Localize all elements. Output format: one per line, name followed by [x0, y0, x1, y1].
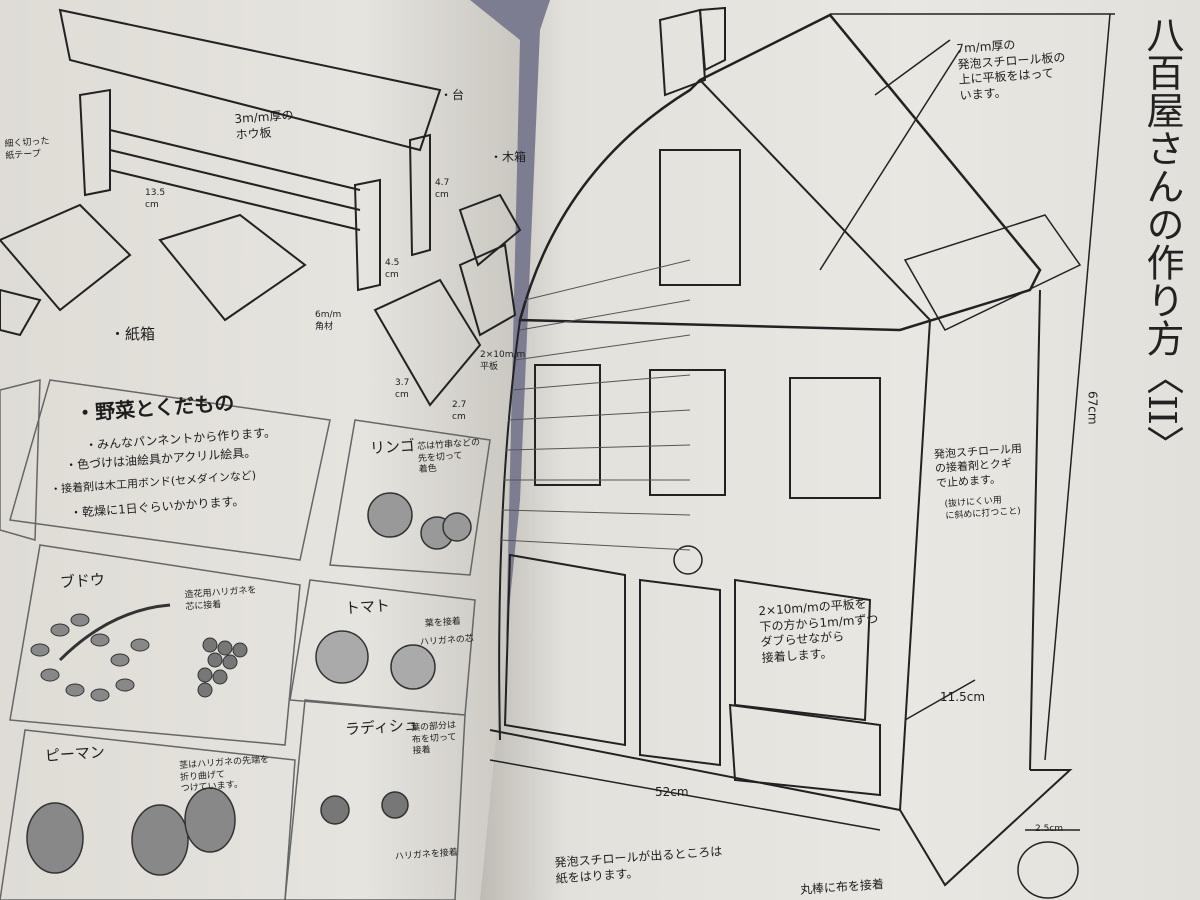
siding-lines	[499, 259, 691, 551]
apple-label: リンゴ	[369, 436, 416, 458]
dim-width: 52cm	[655, 785, 689, 799]
pepper-note: 茎はハリガネの先端を 折り曲げて つけています。	[178, 754, 270, 795]
wood-box-label: ・木箱	[490, 150, 527, 164]
produce-cards	[0, 379, 491, 900]
dim-pole: 2.5cm	[1035, 824, 1064, 834]
siding-note: 2×10m/mの平板を 下の方から1m/mずつ ダブらせながら 接着します。	[757, 596, 879, 665]
plank-label: 2×10m/m 平板	[480, 350, 526, 372]
apple-icon	[367, 492, 472, 550]
square-timber-label: 6m/m 角材	[315, 310, 342, 332]
paper-box-label: ・紙箱	[110, 325, 156, 343]
stand-label: ・台	[440, 88, 465, 102]
stand-drawing	[58, 8, 442, 292]
page-title: 八百屋さんの作り方〈II〉	[1140, 15, 1184, 464]
dim-depth: 11.5cm	[940, 690, 986, 704]
glue-note: 発泡スチロール用 の接着剤とクギ で止めます。	[933, 441, 1023, 490]
grape-icon	[197, 637, 248, 698]
bean-shapes	[30, 603, 171, 702]
dim-3-7: 3.7 cm	[395, 378, 410, 400]
tomato-icon	[315, 630, 436, 690]
dim-13-5: 13.5 cm	[145, 188, 166, 210]
grape-note: 造花用ハリガネを 芯に接着	[184, 585, 257, 613]
wooden-box-drawing	[373, 193, 522, 407]
apple-note: 芯は竹串などの 先を切って 着色	[416, 437, 481, 476]
pepper-label: ピーマン	[44, 742, 106, 766]
radish-icon	[320, 791, 409, 825]
tape-label: 細く切った 紙テープ	[4, 136, 50, 162]
dim-2-7: 2.7 cm	[452, 400, 467, 422]
house-drawing	[489, 6, 1082, 887]
dim-height: 67cm	[1085, 391, 1100, 425]
dim-4-7: 4.7 cm	[435, 178, 450, 200]
roof-note: 7m/m厚の 発泡スチロール板の 上に平板をはって います。	[955, 37, 1066, 103]
pepper-icon	[26, 787, 236, 876]
left-page	[0, 0, 520, 900]
radish-note: 葉の部分は 布を切って 接着	[410, 720, 457, 757]
board-label: 3m/m厚の ホウ板	[233, 107, 294, 142]
dimension-lines	[489, 13, 1115, 899]
tomato-label: トマト	[344, 596, 391, 618]
dim-4-5: 4.5 cm	[385, 258, 400, 280]
grape-label: ブドウ	[59, 570, 106, 592]
paper-box-drawing	[0, 203, 307, 337]
tomato-note-leaf: 葉を接着	[424, 616, 462, 630]
